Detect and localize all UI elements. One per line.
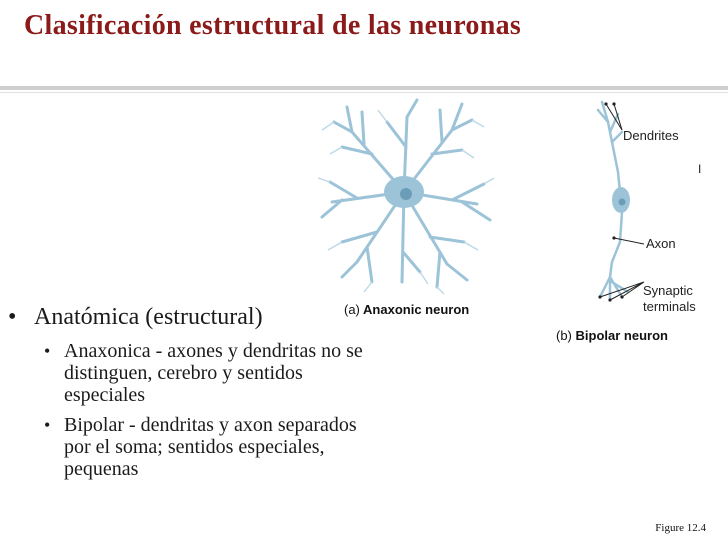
- sub-bullet-list: • Anaxonica - axones y dendritas no se d…: [8, 340, 368, 480]
- sub-bullet-dot: •: [44, 415, 51, 435]
- sub-bullet-anaxonica: • Anaxonica - axones y dendritas no se d…: [38, 340, 368, 406]
- synaptic-label: Synaptic: [643, 283, 693, 298]
- slide-title: Clasificación estructural de las neurona…: [24, 10, 522, 41]
- anaxonic-neuron-illustration: [317, 98, 495, 295]
- bipolar-caption-name: Bipolar neuron: [575, 328, 668, 343]
- figure-reference: Figure 12.4: [655, 522, 706, 534]
- bullet-main-text: Anatómica (estructural): [34, 304, 263, 330]
- cutoff-label: I: [698, 162, 702, 176]
- sub-bullet-bipolar: • Bipolar - dendritas y axon separados p…: [38, 414, 368, 480]
- dendrites-label: Dendrites: [623, 128, 679, 143]
- bipolar-neuron-illustration: [596, 100, 645, 302]
- sub-bullet-anaxonica-text: Anaxonica - axones y dendritas no se dis…: [64, 340, 363, 406]
- bipolar-caption: (b) Bipolar neuron: [556, 328, 668, 343]
- anaxonic-caption-letter: (a): [344, 302, 360, 317]
- bullet-main: • Anatómica (estructural): [8, 302, 368, 332]
- anaxonic-caption: (a) Anaxonic neuron: [344, 302, 469, 317]
- sub-bullet-bipolar-text: Bipolar - dendritas y axon separados por…: [64, 414, 357, 480]
- terminals-label: terminals: [643, 299, 696, 314]
- bullet-dot: •: [8, 304, 17, 330]
- title-divider: [0, 86, 728, 90]
- axon-label: Axon: [646, 236, 676, 251]
- bullet-list: • Anatómica (estructural) • Anaxonica - …: [8, 302, 368, 488]
- sub-bullet-dot: •: [44, 341, 51, 361]
- title-divider-shadow: [0, 92, 728, 93]
- bipolar-caption-letter: (b): [556, 328, 572, 343]
- anaxonic-caption-name: Anaxonic neuron: [363, 302, 470, 317]
